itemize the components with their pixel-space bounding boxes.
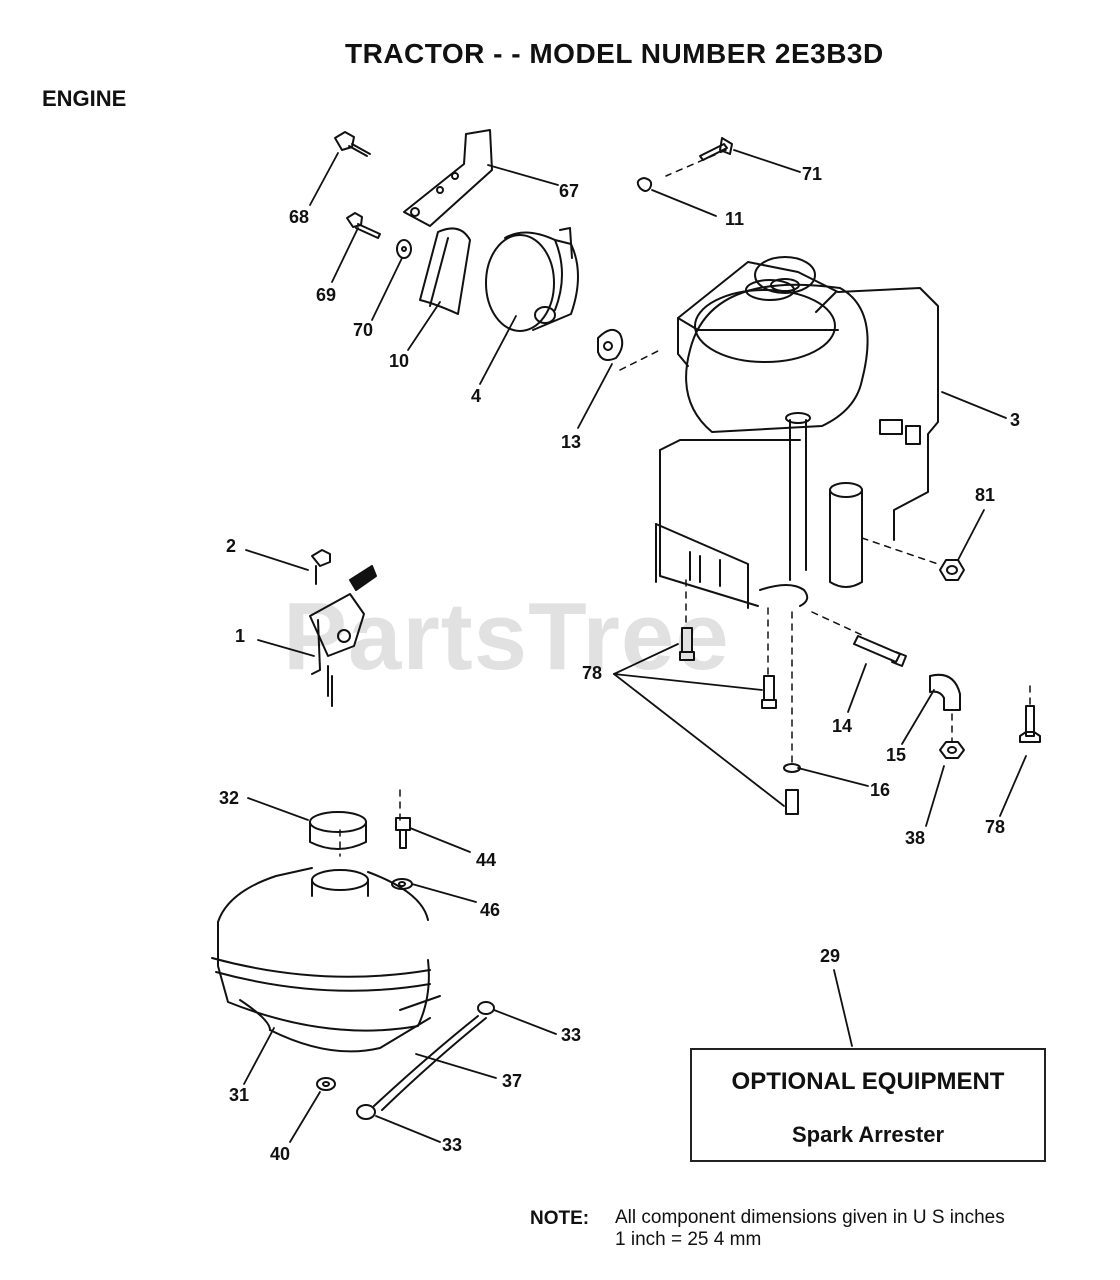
elbow-15-drawing bbox=[929, 673, 961, 711]
callout-37: 37 bbox=[502, 1071, 523, 1091]
bolt-78-mid-drawing bbox=[761, 675, 777, 709]
optional-equipment-box: OPTIONAL EQUIPMENT Spark Arrester bbox=[690, 1048, 1046, 1162]
callout-33-upper: 33 bbox=[561, 1025, 582, 1045]
callout-40: 40 bbox=[270, 1144, 291, 1164]
bolt-71-drawing bbox=[699, 137, 733, 161]
optional-equipment-item: Spark Arrester bbox=[791, 1122, 945, 1147]
callout-44: 44 bbox=[476, 850, 497, 870]
clamp-33-upper-drawing bbox=[477, 1001, 495, 1015]
bolt-78-right-drawing bbox=[1019, 705, 1041, 743]
lock-washer-11-drawing bbox=[636, 177, 653, 192]
note-line-1: All component dimensions given in U S in… bbox=[615, 1207, 1005, 1228]
callout-16: 16 bbox=[870, 780, 891, 800]
note-label: NOTE: bbox=[530, 1208, 590, 1229]
page-title: TRACTOR - - MODEL NUMBER 2E3B3D bbox=[345, 38, 884, 69]
throttle-control-1-drawing bbox=[309, 549, 377, 707]
callout-29: 29 bbox=[820, 946, 841, 966]
clamp-33-lower-drawing bbox=[356, 1104, 376, 1120]
muffler-4-drawing bbox=[485, 227, 579, 332]
callout-13: 13 bbox=[561, 432, 582, 452]
callout-38: 38 bbox=[905, 828, 926, 848]
fuel-tank-31-drawing bbox=[211, 867, 441, 1053]
callout-11: 11 bbox=[725, 209, 745, 229]
callout-2: 2 bbox=[226, 536, 237, 556]
callout-68: 68 bbox=[289, 207, 310, 227]
callout-67: 67 bbox=[559, 181, 580, 201]
callout-78-group: 78 bbox=[582, 663, 603, 683]
heat-shield-10-drawing bbox=[419, 227, 471, 315]
grommet-40-drawing bbox=[316, 1077, 336, 1091]
assembly-lines bbox=[339, 149, 1031, 857]
callout-10: 10 bbox=[389, 351, 410, 371]
bolt-69-drawing bbox=[346, 212, 381, 239]
callout-33-lower: 33 bbox=[442, 1135, 463, 1155]
gasket-13-drawing bbox=[597, 328, 624, 361]
nut-81-drawing bbox=[939, 559, 965, 581]
bolt-78-left-drawing bbox=[679, 627, 695, 661]
engine-3-drawing bbox=[655, 256, 939, 609]
optional-equipment-title: OPTIONAL EQUIPMENT bbox=[731, 1068, 1005, 1095]
bolt-68-drawing bbox=[334, 131, 371, 157]
nut-38-drawing bbox=[939, 741, 965, 759]
callout-69: 69 bbox=[316, 285, 337, 305]
screw-44-drawing bbox=[395, 817, 411, 849]
callout-3: 3 bbox=[1010, 410, 1021, 430]
washer-70-drawing bbox=[396, 239, 412, 259]
callout-78-right: 78 bbox=[985, 817, 1006, 837]
callout-31: 31 bbox=[229, 1085, 250, 1105]
callout-1: 1 bbox=[235, 626, 246, 646]
section-heading: ENGINE bbox=[42, 86, 127, 111]
callout-81: 81 bbox=[975, 485, 996, 505]
bracket-67-drawing bbox=[403, 129, 493, 227]
callout-32: 32 bbox=[219, 788, 240, 808]
callout-46: 46 bbox=[480, 900, 501, 920]
callout-4: 4 bbox=[471, 386, 482, 406]
hose-37-drawing bbox=[373, 1015, 487, 1111]
note-line-2: 1 inch = 25 4 mm bbox=[615, 1229, 762, 1250]
pipe-14-drawing bbox=[853, 635, 907, 667]
washer-16-drawing bbox=[783, 763, 801, 815]
callout-70: 70 bbox=[353, 320, 374, 340]
callout-71: 71 bbox=[802, 164, 823, 184]
callout-14: 14 bbox=[832, 716, 853, 736]
callout-15: 15 bbox=[886, 745, 907, 765]
fuel-cap-32-drawing bbox=[309, 811, 367, 850]
leader-lines bbox=[243, 149, 1027, 1143]
